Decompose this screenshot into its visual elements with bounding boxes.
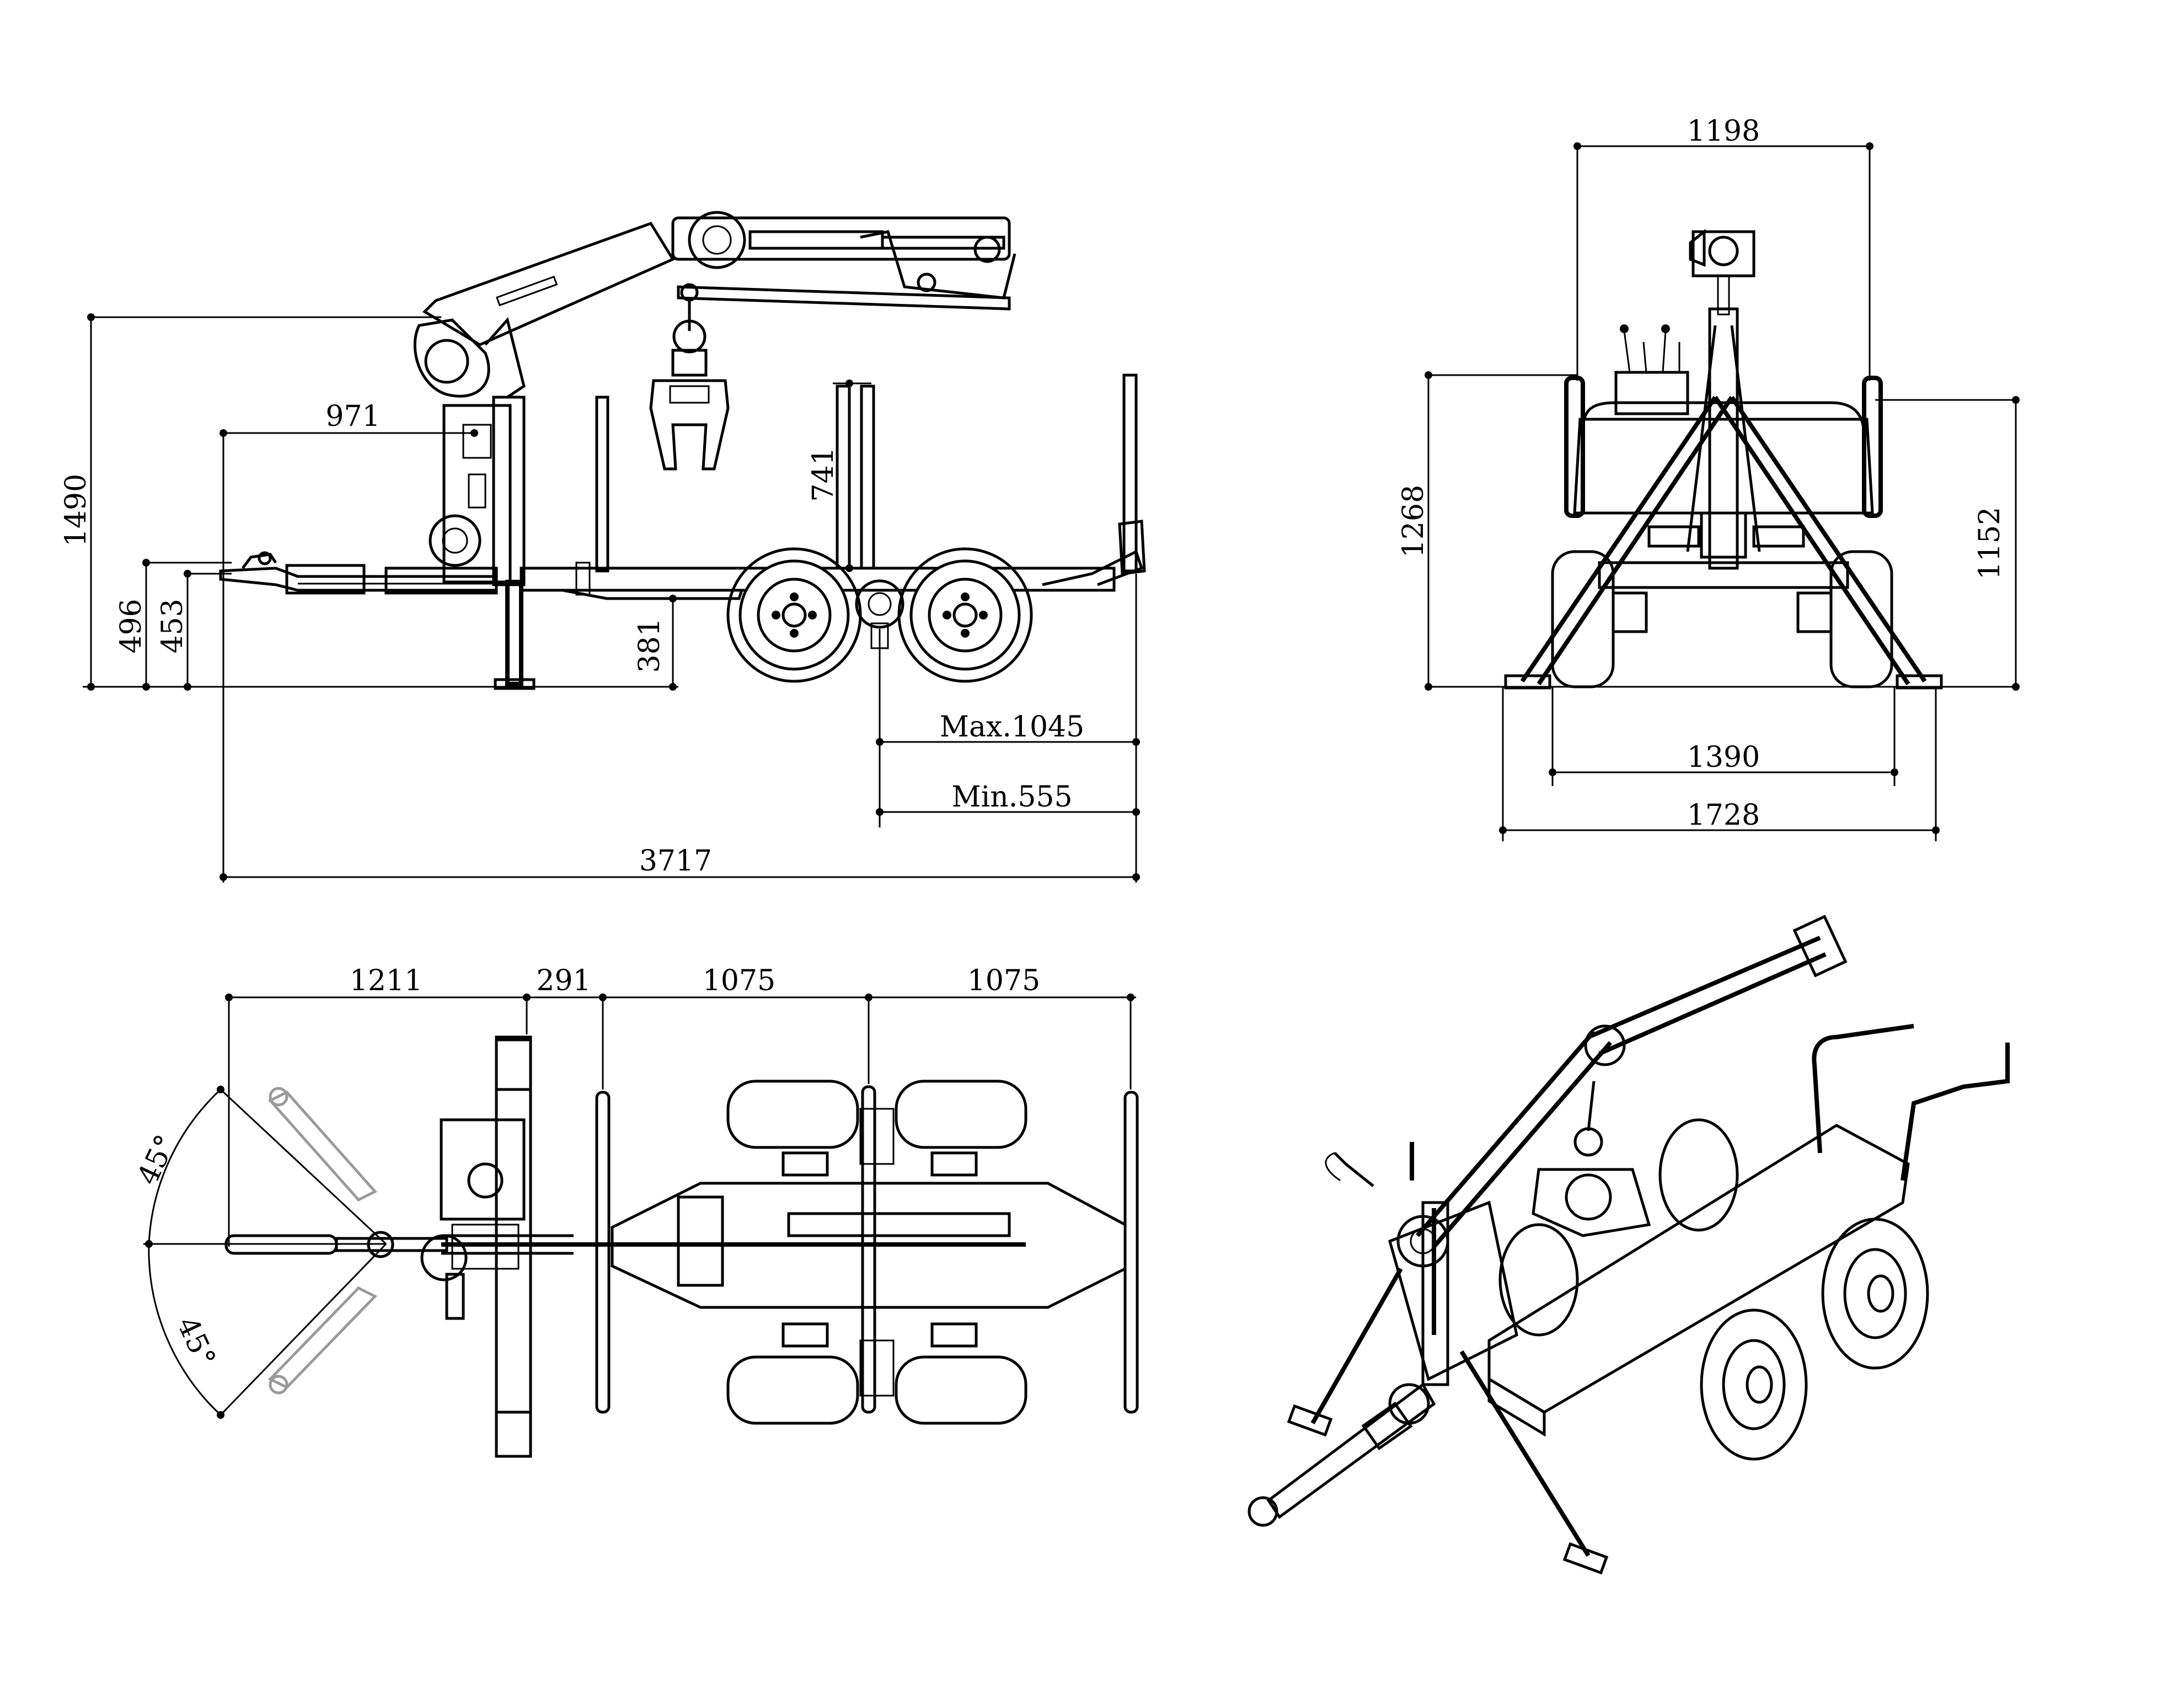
dim-ground-clearance: 381 (633, 618, 666, 672)
dim-drawbar-length: 1211 (350, 964, 422, 997)
stakes-iso (1410, 1024, 2010, 1335)
front-view: 1198 1268 1152 1390 1728 (1397, 115, 2020, 841)
crane-base-top (440, 1035, 532, 1458)
stakes-side (595, 373, 1146, 575)
dim-overall-length: 3717 (639, 845, 712, 878)
dim-height-total: 1490 (60, 474, 93, 547)
swing-angle-upper: 45° (131, 1130, 183, 1190)
wheels-iso (1498, 1118, 1929, 1461)
dim-stake-height: 741 (807, 447, 840, 501)
dim-stake-spacing-2: 1075 (967, 964, 1040, 997)
dim-track-width: 1390 (1687, 741, 1760, 774)
side-dimensions: 1490 496 453 971 741 381 Max.104 (60, 313, 1140, 883)
wheels-front (1551, 550, 1893, 688)
swing-angle-lower: 45° (170, 1312, 222, 1372)
dim-stake-height-right: 1152 (1973, 507, 2006, 580)
outriggers-front (1504, 396, 1943, 690)
dim-overall-width: 1728 (1687, 799, 1760, 832)
frame-iso (1248, 1200, 1609, 1575)
crane-iso (1325, 915, 1848, 1386)
deck-top (611, 1182, 1127, 1309)
dim-tow-height-max: 496 (115, 599, 148, 653)
dim-stake-spacing-1: 1075 (703, 964, 775, 997)
deck-front (1564, 376, 1883, 589)
dim-crane-to-stake: 291 (536, 964, 591, 997)
wheels-side (726, 547, 1033, 683)
drawbar-side (219, 551, 498, 595)
wheels-top (726, 1080, 1027, 1425)
side-view: 1490 496 453 971 741 381 Max.104 (60, 211, 1146, 883)
crane-column-side (429, 396, 536, 690)
isometric-view (1248, 915, 2010, 1575)
dim-overhang-max: Max.1045 (940, 711, 1084, 744)
crane-boom-side (413, 211, 1016, 471)
front-dimensions: 1198 1268 1152 1390 1728 (1397, 115, 2020, 841)
drawbar-top (224, 1231, 1026, 1281)
dim-overhang-min: Min.555 (951, 781, 1072, 814)
dim-stake-height-left: 1268 (1397, 485, 1430, 558)
top-view: 45° 45° (131, 964, 1139, 1458)
crane-column-front (1614, 228, 1761, 570)
dim-tow-height-min: 453 (156, 599, 189, 653)
top-dimensions: 1211 291 1075 1075 (225, 964, 1136, 1247)
dim-crane-offset: 971 (325, 400, 380, 433)
dim-crane-width: 1198 (1687, 115, 1760, 148)
grapple-side (649, 301, 730, 471)
